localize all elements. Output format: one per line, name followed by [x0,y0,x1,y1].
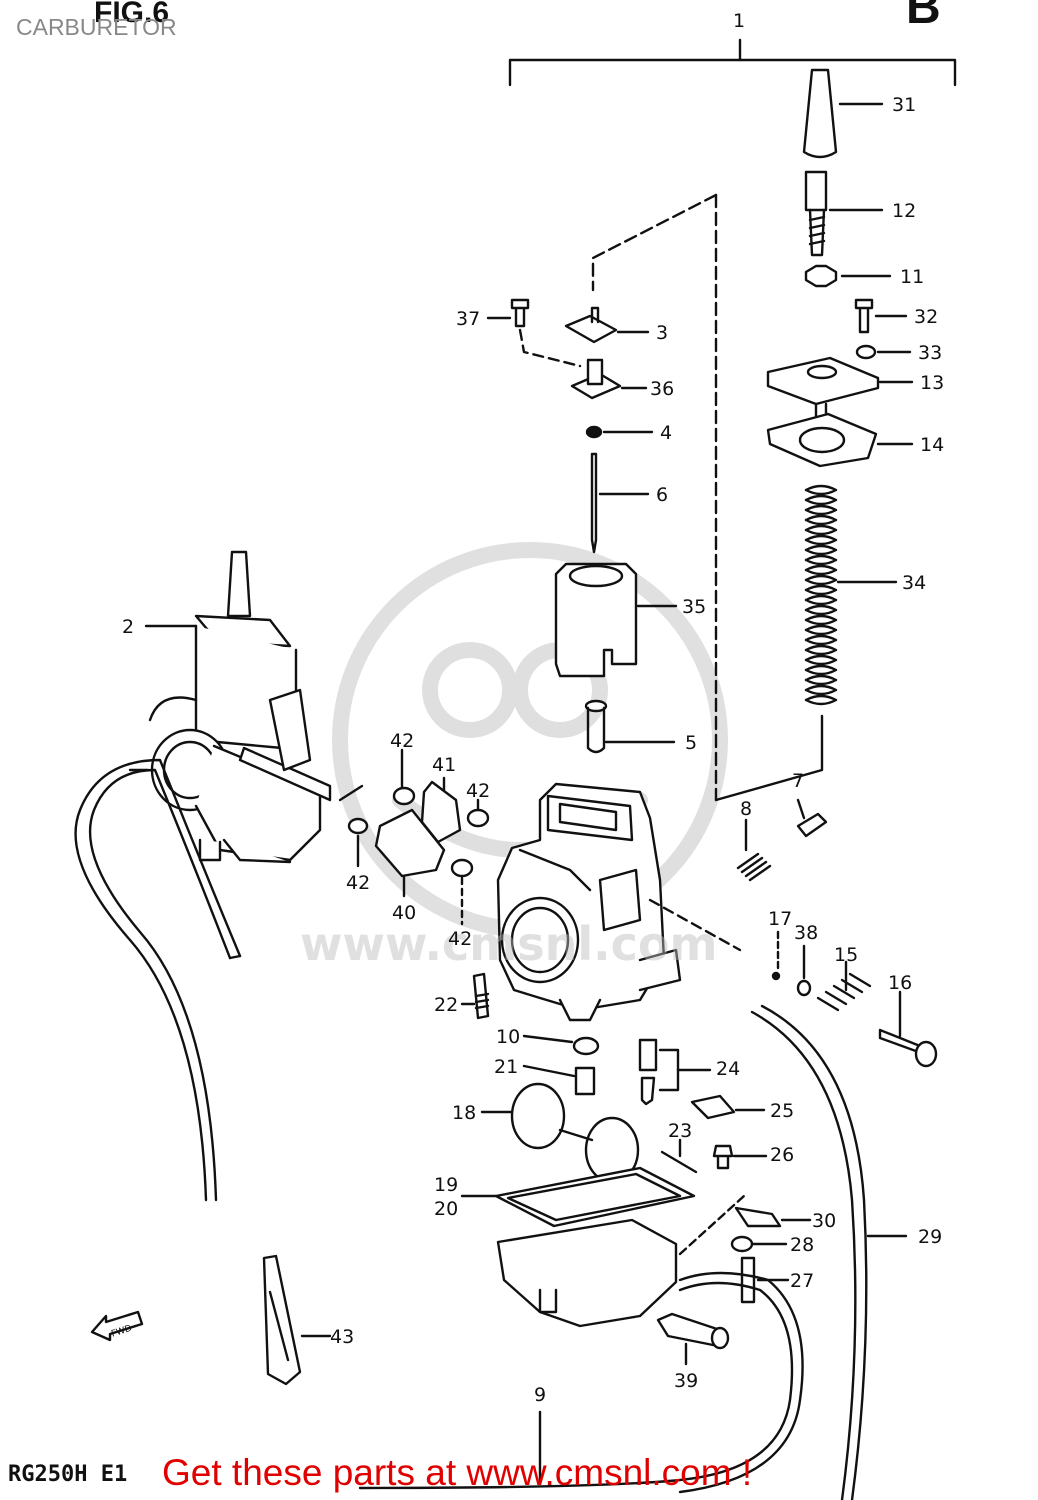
connector-parts [338,748,490,926]
bracket-1 [508,38,957,87]
drain-screw-parts [678,1194,812,1304]
part-label-11: 11 [900,266,925,288]
part-label-9: 9 [534,1384,547,1406]
part-label-24: 24 [716,1058,741,1080]
part-label-23: 23 [668,1120,693,1142]
float-bowl [460,1166,696,1328]
overflow-hose-left [74,758,242,1202]
jet-needle-5 [584,699,676,754]
part-label-15: 15 [834,944,859,966]
cmsnl-link-banner[interactable]: Get these parts at www.cmsnl.com ! [162,1452,753,1493]
spring-34 [714,484,898,802]
strap-43 [262,1254,332,1386]
part-label-42: 42 [390,730,415,752]
part-label-39: 39 [674,1370,699,1392]
part-label-35: 35 [682,596,707,618]
part-label-34: 34 [902,572,927,594]
carburetor-body [496,782,682,1022]
screw-32 [854,298,908,334]
cable-adjuster-31 [802,68,884,159]
watermark-text: www.cmsnl.com [300,917,717,971]
part-label-41: 41 [432,754,457,776]
part-label-42: 42 [466,780,491,802]
part-label-29: 29 [918,1226,943,1248]
throttle-valve-35 [554,562,678,678]
screw-37 [486,298,530,328]
part-label-40: 40 [392,902,417,924]
part-label-16: 16 [888,972,913,994]
part-label-7: 7 [792,770,805,792]
part-label-26: 26 [770,1144,795,1166]
part-label-3: 3 [656,322,669,344]
figure-number: FIG.6 [94,0,170,29]
lower-parts [460,972,768,1174]
fwd-arrow-icon [90,1310,144,1342]
part-label-14: 14 [920,434,945,456]
part-label-22: 22 [434,994,459,1016]
needle-6 [590,452,650,554]
part-label-18: 18 [452,1102,477,1124]
part-label-5: 5 [685,732,698,754]
part-label-37: 37 [456,308,481,330]
washer-33 [855,344,912,360]
part-label-12: 12 [892,200,917,222]
part-label-21: 21 [494,1056,519,1078]
part-label-33: 33 [918,342,943,364]
carburetor-assembly-2 [128,550,332,864]
nut-11 [804,264,892,288]
part-label-42: 42 [346,872,371,894]
part-label-38: 38 [794,922,819,944]
part-label-31: 31 [892,94,917,116]
section-letter: B [906,0,941,34]
adjuster-nut-12 [804,170,884,257]
throttle-stop-screw-16 [878,990,938,1068]
plate-3 [564,306,650,344]
cap-13 [766,356,914,420]
part-label-19: 19 [434,1174,459,1196]
part-label-30: 30 [812,1210,837,1232]
part-label-28: 28 [790,1234,815,1256]
hose-9 [358,1271,804,1494]
small-parts-17-38 [771,930,812,997]
spring-15 [816,960,872,1012]
pilot-screw-7 [796,798,828,838]
part-label-42: 42 [448,928,473,950]
part-label-25: 25 [770,1100,795,1122]
part-label-13: 13 [920,372,945,394]
float-18 [480,1082,640,1184]
page-title: CARBURETOR [16,14,177,40]
part-label-36: 36 [650,378,675,400]
part-label-2: 2 [122,616,135,638]
part-label-32: 32 [914,306,939,328]
part-label-6: 6 [656,484,669,506]
part-label-1: 1 [733,10,746,32]
part-label-20: 20 [434,1198,459,1220]
hose-29 [750,1004,908,1500]
part-label-27: 27 [790,1270,815,1292]
holder-36 [570,358,648,400]
spring-8 [736,818,772,882]
air-screw-39 [656,1312,730,1366]
part-label-43: 43 [330,1326,355,1348]
part-label-8: 8 [740,798,753,820]
model-code: RG250H E1 [8,1462,128,1487]
part-label-17: 17 [768,908,793,930]
part-label-4: 4 [660,422,673,444]
part-label-10: 10 [496,1026,521,1048]
gasket-14 [766,412,914,468]
clip-4 [585,425,654,439]
